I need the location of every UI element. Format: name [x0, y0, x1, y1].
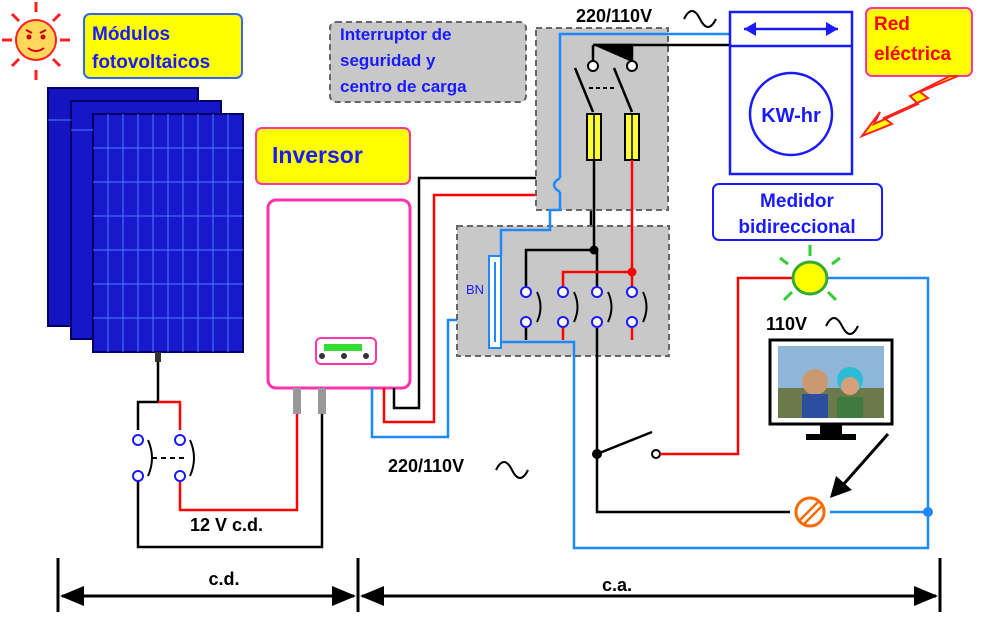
pointer-arrow — [830, 433, 890, 498]
sun-face-icon — [2, 2, 70, 80]
light-switch — [596, 276, 792, 459]
solar-panels — [47, 87, 244, 353]
meter-label-line2: bidireccional — [738, 217, 855, 238]
inverter-label-text: Inversor — [272, 142, 363, 168]
outlet-icon — [794, 496, 826, 528]
grid-voltage-label: 220/110V — [576, 6, 652, 26]
dc-disconnect-switch — [132, 434, 195, 482]
sine-wave-icon — [825, 317, 859, 335]
grid-label-line2: eléctrica — [874, 44, 952, 65]
bidirectional-meter: KW-hr — [728, 10, 854, 176]
breaker-label-line2: seguridad y — [340, 51, 436, 70]
sine-wave-icon — [495, 461, 529, 479]
breaker-label-line3: centro de carga — [340, 77, 467, 96]
dc-voltage-label: 12 V c.d. — [190, 515, 263, 535]
dc-span-label: c.d. — [208, 569, 239, 589]
light-bulb-icon — [779, 245, 841, 302]
grid-wiring — [499, 32, 730, 256]
sine-wave-icon — [683, 10, 717, 28]
dimension-arrows — [56, 558, 942, 612]
load-center-wiring — [501, 178, 930, 550]
load-voltage-label: 110V — [766, 314, 807, 334]
breaker-label: Interruptor de seguridad y centro de car… — [329, 21, 527, 103]
meter-reading-label: KW-hr — [761, 105, 821, 127]
lightning-bolt-icon — [859, 75, 959, 139]
inverter-voltage-label: 220/110V — [388, 456, 464, 476]
modules-label-line2: fotovoltaicos — [92, 52, 210, 73]
meter-label-line1: Medidor — [760, 191, 834, 212]
television-icon — [768, 338, 894, 440]
inverter — [266, 198, 412, 414]
inverter-label: Inversor — [255, 127, 411, 185]
dc-wiring — [136, 362, 324, 549]
grid-label: Red eléctrica — [865, 7, 973, 77]
modules-label-line1: Módulos — [92, 24, 170, 45]
ac-span-label: c.a. — [602, 575, 632, 595]
modules-label: Módulos fotovoltaicos — [83, 13, 243, 79]
meter-label: Medidor bidireccional — [712, 183, 883, 241]
grid-label-line1: Red — [874, 14, 910, 35]
neutral-bar-label: BN — [466, 282, 484, 297]
breaker-label-line1: Interruptor de — [340, 25, 451, 44]
